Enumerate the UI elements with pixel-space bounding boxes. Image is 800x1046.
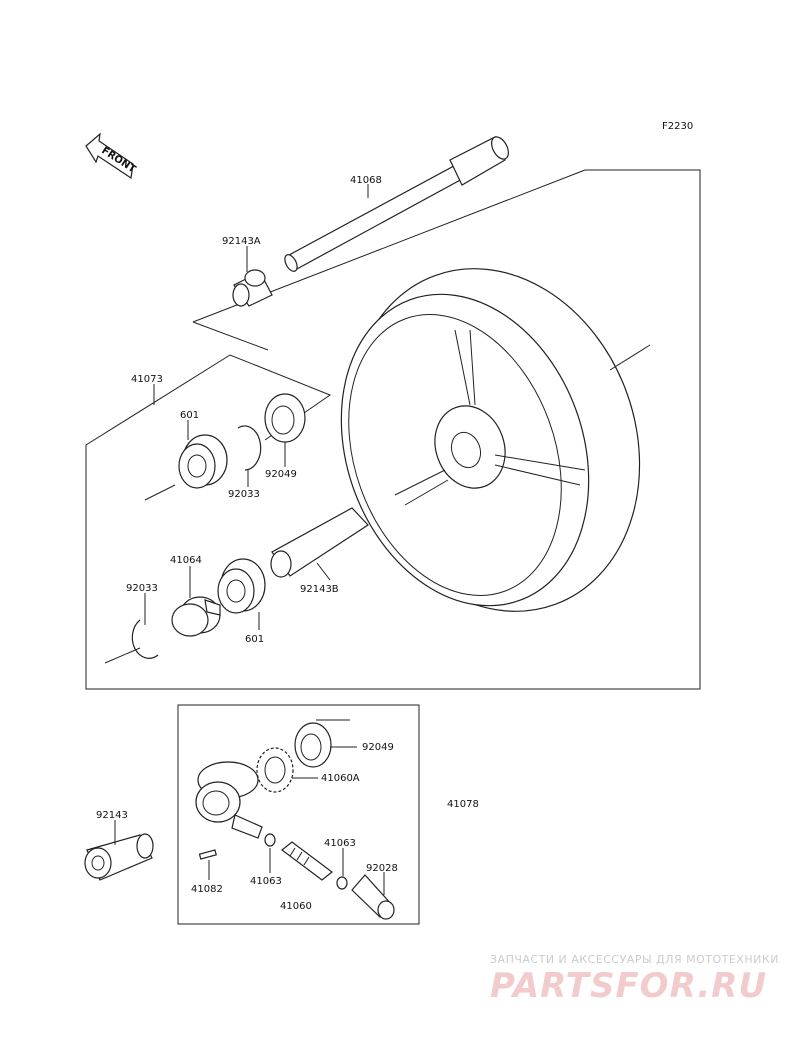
bushing-92028: [351, 874, 395, 920]
label-92143a: 92143A: [222, 236, 261, 247]
watermark-tagline: ЗАПЧАСТИ И АКСЕССУАРЫ ДЛЯ МОТОТЕХНИКИ: [490, 953, 779, 966]
watermark-brand: PARTSFOR.RU: [490, 966, 767, 1006]
label-92028: 92028: [366, 863, 398, 874]
label-41063-left: 41063: [250, 876, 282, 887]
label-41078: 41078: [447, 799, 479, 810]
label-41060: 41060: [280, 901, 312, 912]
label-41073: 41073: [131, 374, 163, 385]
washer-41063-right: [336, 876, 348, 890]
label-41063-right: 41063: [324, 838, 356, 849]
front-arrow-icon: FRONT: [85, 132, 138, 180]
label-92049-top: 92049: [265, 469, 297, 480]
label-601-bottom: 601: [245, 634, 264, 645]
label-41068: 41068: [350, 175, 382, 186]
gearbox-box: [177, 704, 420, 925]
label-41082: 41082: [191, 884, 223, 895]
gear-housing: [195, 761, 263, 839]
label-601-top: 601: [180, 410, 199, 421]
collar-92143: [84, 833, 154, 881]
label-92143b: 92143B: [300, 584, 339, 595]
watermark: ЗАПЧАСТИ И АКСЕССУАРЫ ДЛЯ МОТОТЕХНИКИ PA…: [490, 953, 779, 1006]
washer-41063-left: [264, 833, 276, 847]
part-41064: [171, 596, 221, 637]
gear-41060a: [256, 747, 294, 793]
front-wheel: [340, 268, 651, 612]
bearing-601-top: [178, 434, 228, 489]
collar-92143a: [232, 269, 273, 307]
bearing-601-bottom: [217, 558, 266, 614]
oil-seal-92049-top: [264, 393, 306, 443]
pin-41082: [198, 849, 217, 860]
snap-ring-92033-bottom: [131, 619, 159, 659]
label-41060a: 41060A: [321, 773, 360, 784]
label-92049-box: 92049: [362, 742, 394, 753]
oil-seal-92049-box: [294, 722, 332, 768]
label-92033-bottom: 92033: [126, 583, 158, 594]
label-92143: 92143: [96, 810, 128, 821]
axle-shaft: [284, 136, 509, 272]
label-92033-top: 92033: [228, 489, 260, 500]
pinion-41060: [281, 841, 333, 881]
label-41064: 41064: [170, 555, 202, 566]
snap-ring-92033-top: [237, 425, 262, 471]
collar-92143b: [270, 507, 369, 578]
diagram-code: F2230: [662, 121, 693, 132]
